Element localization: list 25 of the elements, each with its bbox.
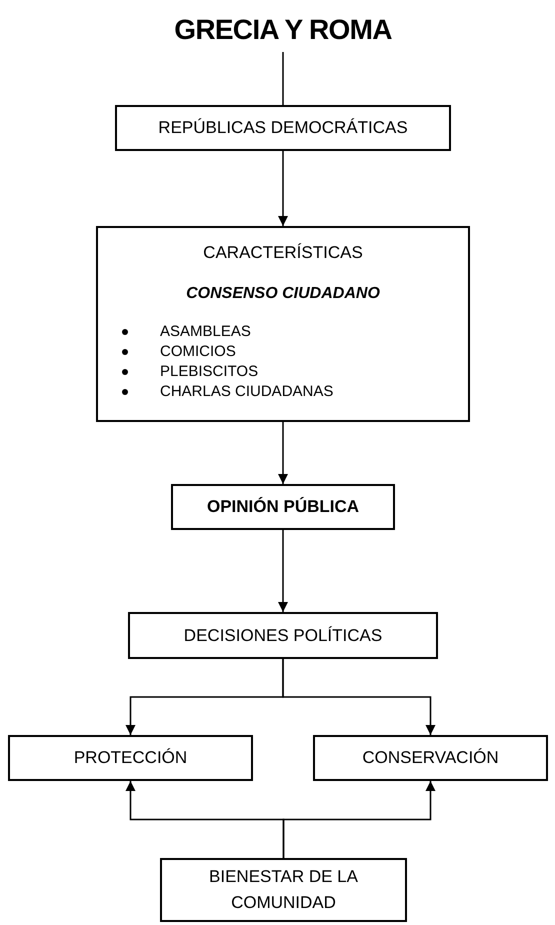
process-box (171, 484, 395, 530)
box-subheading: CONSENSO CIUDADANO (186, 284, 380, 304)
title-text: GRECIA Y ROMA (174, 13, 392, 47)
box-label: PROTECCIÓN (74, 747, 188, 769)
box-label: DECISIONES POLÍTICAS (184, 624, 382, 646)
arrow (278, 530, 288, 612)
list-item: PLEBISCITOS (160, 362, 258, 382)
process-box (8, 735, 253, 781)
arrow (282, 781, 436, 858)
process-box (128, 612, 438, 659)
box-label: OPINIÓN PÚBLICA (206, 496, 360, 518)
arrow (278, 422, 288, 484)
arrow (278, 151, 288, 226)
process-box (115, 105, 451, 151)
box-heading: CARACTERÍSTICAS (203, 242, 363, 264)
list-item: ASAMBLEAS (160, 322, 251, 342)
list-item: COMICIOS (160, 342, 236, 362)
process-box (160, 858, 407, 922)
list-item: CHARLAS CIUDADANAS (160, 382, 334, 402)
arrow (282, 659, 436, 735)
process-box (96, 226, 470, 422)
process-box (313, 735, 548, 781)
box-label: BIENESTAR DE LA COMUNIDAD (208, 866, 359, 914)
box-label: REPÚBLICAS DEMOCRÁTICAS (158, 117, 408, 139)
box-label: CONSERVACIÓN (362, 747, 499, 769)
